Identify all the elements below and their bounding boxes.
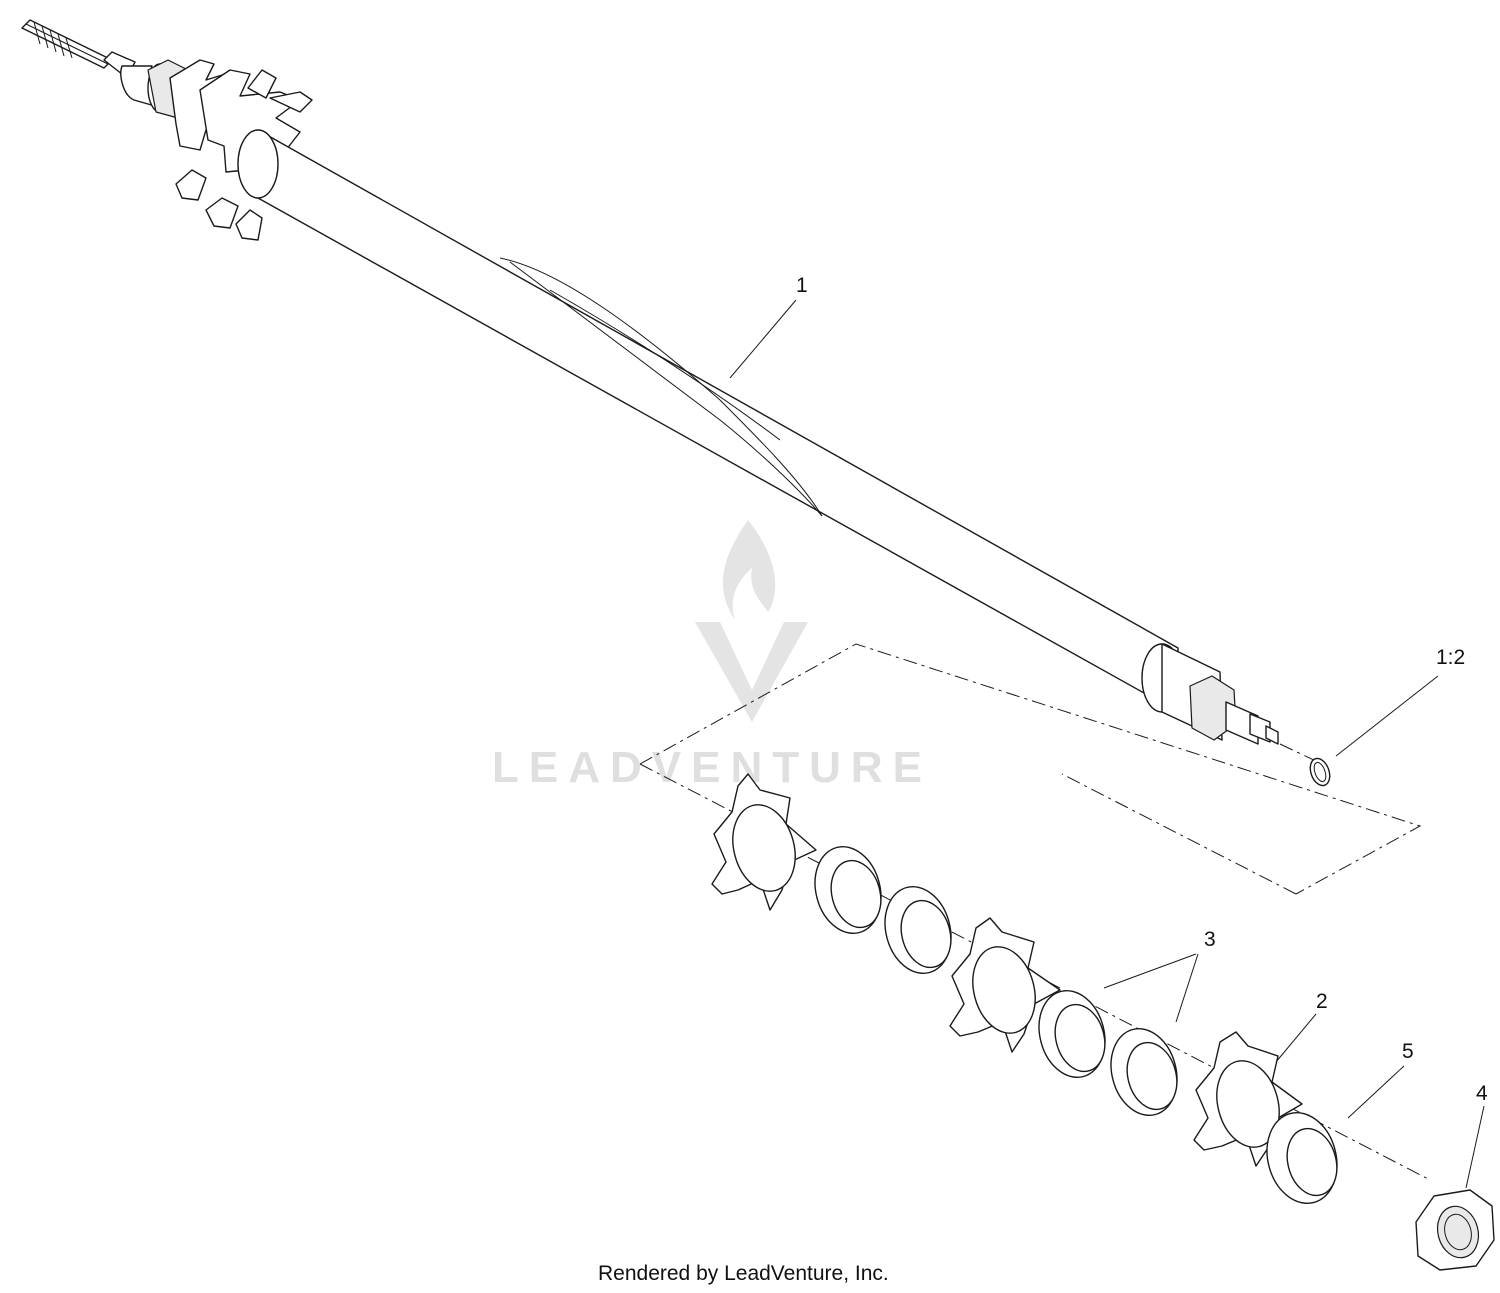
spacer-ring-part-3-a [1038, 989, 1106, 1079]
shaft-part-1 [21, 19, 1279, 745]
leader-lines [729, 299, 1485, 1189]
spacer-ring-part-3-b [1110, 1027, 1178, 1117]
callout-3: 3 [1204, 928, 1216, 951]
bearing-ring-part-5 [1266, 1112, 1338, 1204]
hex-nut-part-4 [1415, 1189, 1495, 1271]
callout-5: 5 [1402, 1040, 1414, 1063]
spacer-ring-b [884, 885, 952, 975]
callout-1: 1 [796, 274, 808, 297]
assembly-centerline [639, 643, 1431, 1181]
callout-1-2: 1:2 [1436, 646, 1465, 669]
v-logo-icon [695, 622, 808, 722]
callout-2: 2 [1316, 990, 1328, 1013]
leadventure-watermark: LEADVENTURE [492, 520, 932, 792]
flame-logo-icon [722, 520, 776, 620]
watermark-text: LEADVENTURE [492, 743, 932, 792]
rendered-by-credit: Rendered by LeadVenture, Inc. [598, 1262, 889, 1285]
tine-plate-a [711, 773, 817, 911]
spacer-ring-a [814, 845, 882, 935]
tine-plate-b [949, 917, 1061, 1053]
tine-plate-part-2 [1193, 1031, 1303, 1167]
callout-4: 4 [1476, 1082, 1488, 1105]
o-ring-part-1-2 [1309, 757, 1331, 787]
